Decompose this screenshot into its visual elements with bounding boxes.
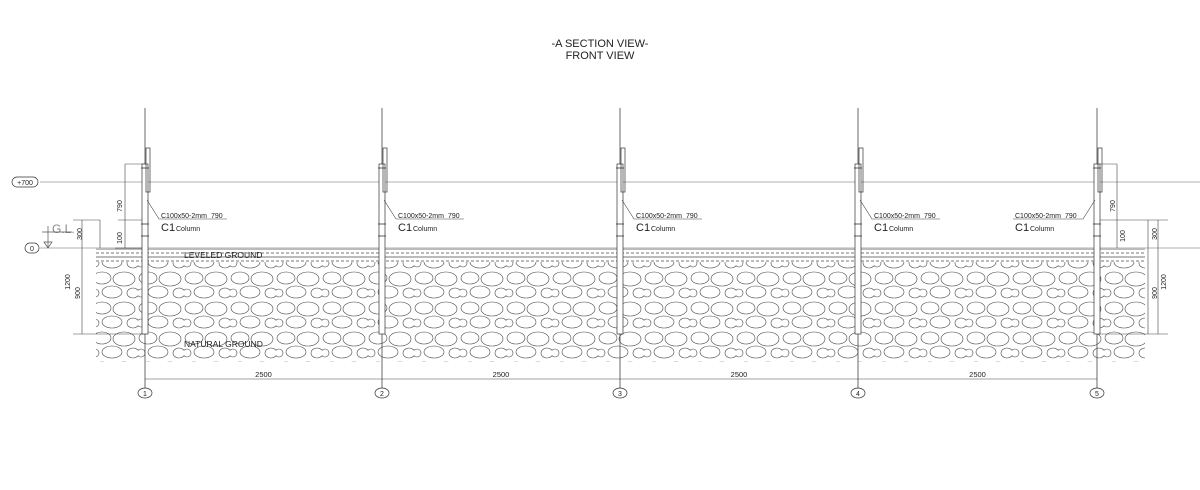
column-post — [854, 163, 862, 335]
grid-bubble-circle — [374, 387, 390, 399]
member-length: 790 — [448, 213, 460, 220]
member-type: Column — [651, 226, 675, 233]
level-tag-700: +700 — [11, 176, 39, 188]
grid-bubble-4: 4 — [850, 387, 866, 399]
column-bracket — [145, 147, 151, 193]
leader-line — [621, 199, 702, 220]
grid-bubble-3: 3 — [612, 387, 628, 399]
leveled-ground-label: LEVELED GROUND — [184, 250, 262, 260]
member-length: 790 — [924, 213, 936, 220]
svg-text:+700: +700 — [17, 180, 33, 187]
leader-line — [1013, 199, 1096, 220]
svg-text:790: 790 — [1110, 200, 1117, 212]
svg-text:100: 100 — [1120, 230, 1127, 242]
member-spec: C100x50-2mm — [874, 213, 920, 220]
member-tag: C1 — [636, 222, 650, 234]
member-type: Column — [413, 226, 437, 233]
grid-bubble-1: 1 — [137, 387, 153, 399]
member-tag: C1 — [874, 222, 888, 234]
grid-bubble-circle — [850, 387, 866, 399]
drawing-title: -A SECTION VIEW- — [551, 38, 649, 50]
grid-bubble-circle — [1089, 387, 1105, 399]
member-type: Column — [889, 226, 913, 233]
column-post — [1093, 163, 1101, 335]
member-tag: C1 — [1015, 222, 1029, 234]
member-type: Column — [1030, 226, 1054, 233]
member-length: 790 — [1065, 213, 1077, 220]
grid-bubble-circle — [137, 387, 153, 399]
member-spec: C100x50-2mm — [1015, 213, 1061, 220]
member-length: 790 — [686, 213, 698, 220]
grid-label: 3 — [618, 391, 622, 398]
svg-text:900: 900 — [75, 287, 82, 299]
gl-label: G.L. — [52, 222, 75, 236]
grid-label: 1 — [143, 391, 147, 398]
level-tag-0: 0 — [24, 242, 40, 254]
column-bracket — [1097, 147, 1103, 193]
leader-line — [859, 199, 940, 220]
svg-text:100: 100 — [117, 232, 124, 244]
column-bracket — [382, 147, 388, 193]
natural-ground-label: NATURAL GROUND — [184, 339, 263, 349]
column-post — [378, 163, 386, 335]
leader-line — [146, 199, 227, 220]
svg-text:0: 0 — [30, 246, 34, 253]
span-dimension: 2500 — [255, 370, 272, 379]
member-spec: C100x50-2mm — [398, 213, 444, 220]
member-spec: C100x50-2mm — [161, 213, 207, 220]
column-bracket — [858, 147, 864, 193]
column-bracket — [620, 147, 626, 193]
right-dimensions — [1097, 163, 1168, 335]
member-tag: C1 — [161, 222, 175, 234]
member-length: 790 — [211, 213, 223, 220]
svg-text:900: 900 — [1152, 287, 1159, 299]
svg-text:1200: 1200 — [1161, 274, 1168, 290]
grid-label: 5 — [1095, 391, 1099, 398]
gl-marker-icon — [42, 226, 72, 249]
grid-label: 4 — [856, 391, 860, 398]
span-dimension: 2500 — [731, 370, 748, 379]
grid-bubble-5: 5 — [1089, 387, 1105, 399]
member-spec: C100x50-2mm — [636, 213, 682, 220]
span-dimension: 2500 — [969, 370, 986, 379]
grid-bubble-circle — [612, 387, 628, 399]
leader-line — [383, 199, 464, 220]
svg-text:1200: 1200 — [65, 274, 72, 290]
grid-bubble-2: 2 — [374, 387, 390, 399]
svg-text:300: 300 — [1152, 228, 1159, 240]
left-dimensions — [73, 163, 145, 335]
svg-text:790: 790 — [117, 200, 124, 212]
grid-label: 2 — [380, 391, 384, 398]
span-dimension: 2500 — [493, 370, 510, 379]
member-tag: C1 — [398, 222, 412, 234]
column-post — [616, 163, 624, 335]
column-post — [141, 163, 149, 335]
svg-text:300: 300 — [77, 228, 84, 240]
member-type: Column — [176, 226, 200, 233]
drawing-subtitle: FRONT VIEW — [565, 50, 635, 62]
